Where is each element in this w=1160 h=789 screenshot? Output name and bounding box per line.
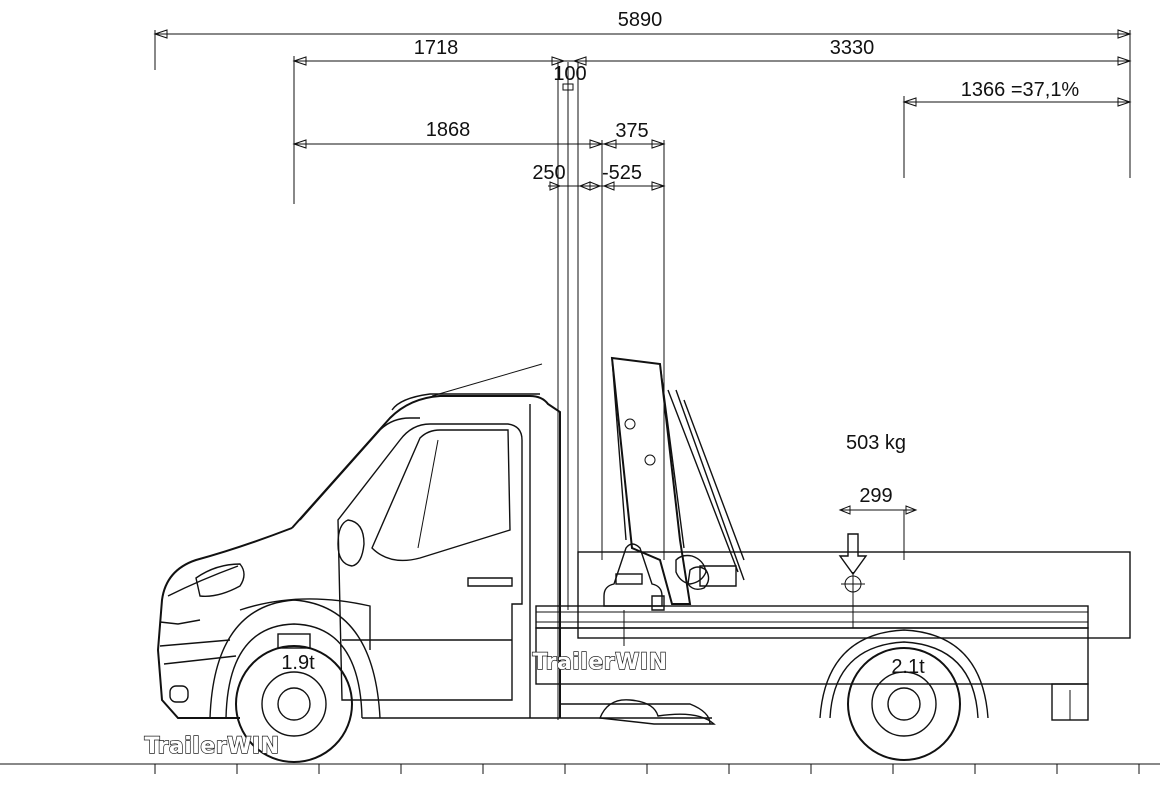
rear-light-box [1051, 683, 1089, 721]
crane [603, 356, 745, 611]
dimension-overall-length: 5890 [153, 9, 1132, 178]
dimension-label-3330: 3330 [830, 37, 875, 59]
watermark-center: TrailerWIN [532, 650, 667, 675]
load-indicator: 503 kg 299 [838, 432, 918, 628]
dimension-label-1718: 1718 [414, 37, 459, 59]
front-axle-load: 1.9t [281, 652, 315, 674]
rear-axle-load: 2.1t [891, 656, 925, 678]
truck-drawing: 1.9t 2.1t [156, 356, 1131, 763]
chassis-frame [362, 703, 712, 725]
front-wheel: 1.9t [209, 599, 381, 763]
front-axle-badge [277, 633, 311, 649]
dimension-lines: 5890 1718 3330 100 1366 =37,1% [153, 9, 1132, 720]
watermark-bottom-left: TrailerWIN [144, 734, 279, 759]
dimension-label-5890: 5890 [618, 9, 663, 31]
ground-scale [0, 763, 1160, 774]
load-weight-label: 503 kg [846, 432, 906, 454]
reference-lines [557, 62, 665, 720]
loading-platform [535, 551, 1131, 685]
dimension-label-1868: 1868 [426, 119, 471, 141]
dimension-label-299: 299 [859, 485, 892, 507]
dimension-label-1366: 1366 =37,1% [961, 79, 1080, 101]
dimension-rear-overhang: 1366 =37,1% [902, 79, 1132, 178]
dimension-label-375: 375 [615, 120, 648, 142]
load-arrow-icon [838, 533, 868, 628]
dimension-label-250: 250 [532, 162, 565, 184]
dimension-label-minus-525: -525 [602, 162, 642, 184]
trailer-hitch [599, 699, 716, 725]
rear-wheel: 2.1t [819, 629, 989, 761]
dimension-crane-position: 1718 3330 [292, 37, 1132, 204]
dimension-front-axle-to-crane: 1868 375 [292, 119, 666, 149]
dimension-cab-gap: 250 -525 [532, 162, 666, 191]
cab [156, 363, 561, 719]
